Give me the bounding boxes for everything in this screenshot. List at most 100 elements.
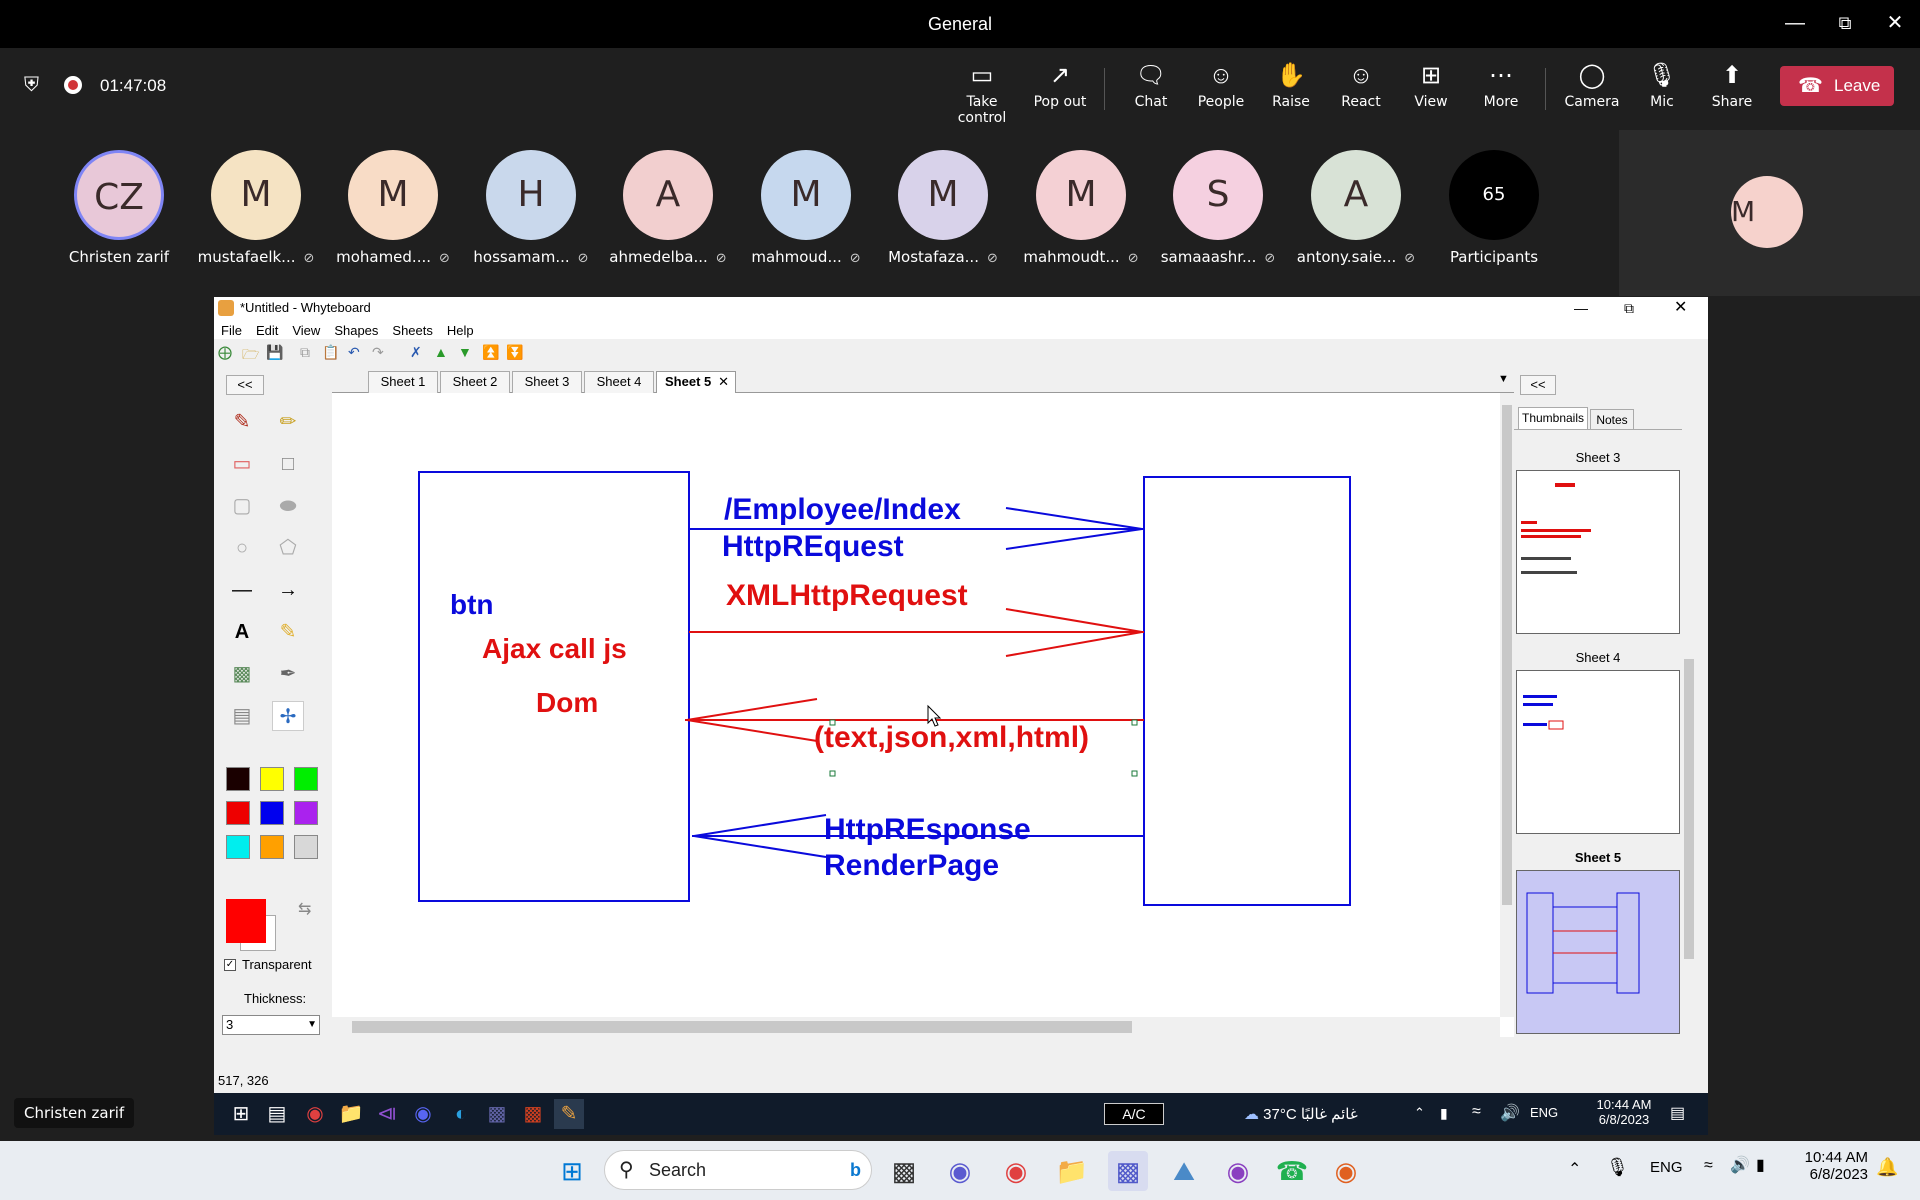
color-swatch-blue[interactable] (260, 801, 284, 825)
photos-icon[interactable]: ⛰ (1173, 1156, 1195, 1186)
wifi-icon[interactable]: ≈ (1704, 1157, 1713, 1174)
transparent-checkbox[interactable]: ✓ (224, 959, 236, 971)
participant-tile[interactable]: M mahmoud...⊘ (738, 150, 874, 266)
react-button[interactable]: ☺React (1323, 60, 1399, 110)
tabs-dropdown-icon[interactable]: ▼ (1498, 373, 1509, 385)
participant-tile[interactable]: A antony.saie...⊘ (1288, 150, 1424, 266)
menu-view[interactable]: View (292, 323, 321, 338)
menu-edit[interactable]: Edit (255, 323, 279, 338)
participant-tile[interactable]: S samaaashr...⊘ (1150, 150, 1286, 266)
color-swatch-purple[interactable] (294, 801, 318, 825)
thickness-select[interactable]: 3 ▼ (222, 1015, 320, 1035)
raise-hand-button[interactable]: ✋Raise (1253, 60, 1329, 110)
text-tool-icon[interactable]: A (234, 621, 250, 643)
eyedropper-tool-icon[interactable]: ✒ (279, 663, 297, 685)
clock[interactable]: 10:44 AM 6/8/2023 (1804, 1149, 1868, 1183)
color-swatch-yellow[interactable] (260, 767, 284, 791)
taskbar-search[interactable]: ⚲ Search b (604, 1150, 872, 1190)
line-tool-icon[interactable]: — (232, 579, 252, 601)
menu-file[interactable]: File (221, 323, 242, 338)
horizontal-scroll-thumb[interactable] (352, 1021, 1132, 1033)
highlighter-tool-icon[interactable]: ✏ (279, 411, 297, 433)
horizontal-scrollbar[interactable] (332, 1017, 1500, 1037)
move-bottom-icon[interactable]: ⏬ (506, 344, 524, 360)
camera-button[interactable]: ◯Camera (1554, 60, 1630, 110)
open-icon[interactable]: 🗁 (242, 346, 260, 362)
color-swatch-gray[interactable] (294, 835, 318, 859)
paste-icon[interactable]: 📋 (322, 344, 340, 360)
firefox-icon[interactable]: ◉ (1334, 1156, 1358, 1186)
save-icon[interactable]: 💾 (266, 344, 284, 360)
take-control-button[interactable]: ▭Take control (944, 60, 1020, 126)
participant-tile[interactable]: M mohamed....⊘ (325, 150, 461, 266)
chevron-up-icon[interactable]: ⌃ (1568, 1161, 1582, 1178)
select-region-tool-icon[interactable]: ▤ (232, 705, 252, 727)
rectangle-tool-icon[interactable]: □ (281, 453, 295, 475)
tab-thumbnails[interactable]: Thumbnails (1518, 407, 1588, 429)
move-down-icon[interactable]: ▼ (458, 344, 472, 360)
ellipse-tool-icon[interactable]: ⬬ (279, 495, 297, 517)
vertical-scroll-thumb[interactable] (1502, 405, 1512, 905)
restore-icon[interactable]: ⧉ (1838, 13, 1852, 33)
tab-sheet-2[interactable]: Sheet 2 (440, 371, 510, 393)
tab-sheet-3[interactable]: Sheet 3 (512, 371, 582, 393)
circle-tool-icon[interactable]: ○ (235, 537, 249, 559)
notification-icon[interactable]: 🔔 (1876, 1157, 1899, 1177)
foreground-color[interactable] (226, 899, 266, 943)
move-top-icon[interactable]: ⏫ (482, 344, 500, 360)
new-icon[interactable]: ⨁ (218, 344, 232, 360)
file-explorer-icon[interactable]: 📁 (1055, 1156, 1089, 1186)
canvas-text-formats[interactable]: (text,json,xml,html) (814, 721, 1090, 754)
drawing-canvas[interactable]: btn Ajax call js Dom /Employee/Index Htt… (332, 393, 1514, 1037)
tab-sheet-4[interactable]: Sheet 4 (584, 371, 654, 393)
collapse-tools-button[interactable]: << (226, 375, 264, 395)
participant-tile[interactable]: M mahmoudt...⊘ (1013, 150, 1149, 266)
view-button[interactable]: ⊞View (1393, 60, 1469, 110)
pen-tool-icon[interactable]: ✎ (233, 411, 251, 433)
menu-help[interactable]: Help (446, 323, 474, 338)
battery-icon[interactable]: ▮ (1756, 1157, 1765, 1174)
chrome-icon[interactable]: ◉ (1004, 1156, 1028, 1186)
color-swatch-green[interactable] (294, 767, 318, 791)
selection-handles[interactable] (829, 719, 1138, 777)
teams-icon[interactable]: ▩ (1108, 1151, 1148, 1191)
redo-icon[interactable]: ↷ (372, 344, 384, 360)
whatsapp-icon[interactable]: ☎ (1275, 1156, 1309, 1186)
participant-tile[interactable]: A ahmedelba...⊘ (600, 150, 736, 266)
polygon-tool-icon[interactable]: ⬠ (279, 537, 297, 559)
participant-tile[interactable]: M mustafaelk...⊘ (188, 150, 324, 266)
tab-sheet-1[interactable]: Sheet 1 (368, 371, 438, 393)
swap-colors-icon[interactable]: ⇆ (298, 901, 312, 918)
participant-tile[interactable]: CZ Christen zarif (51, 150, 187, 266)
restore-icon[interactable]: ⧉ (1624, 300, 1634, 316)
volume-icon[interactable]: 🔊 (1730, 1157, 1750, 1174)
eraser-tool-icon[interactable]: ▭ (232, 453, 252, 475)
chat-button[interactable]: 🗨Chat (1113, 60, 1189, 110)
arrow-tool-icon[interactable]: → (278, 579, 298, 601)
copy-icon[interactable]: ⧉ (300, 344, 310, 360)
color-swatch-red[interactable] (226, 801, 250, 825)
delete-icon[interactable]: ✗ (410, 344, 422, 360)
share-button[interactable]: ⬆Share (1694, 60, 1770, 110)
github-icon[interactable]: ◉ (1226, 1156, 1250, 1186)
close-tab-icon[interactable]: ✕ (718, 374, 729, 389)
menu-sheets[interactable]: Sheets (392, 323, 433, 338)
participants-overflow[interactable]: 65 Participants (1426, 150, 1562, 266)
move-up-icon[interactable]: ▲ (434, 344, 448, 360)
vertical-scrollbar[interactable] (1500, 393, 1514, 1017)
tab-notes[interactable]: Notes (1590, 409, 1634, 429)
task-view-icon[interactable]: ▩ (891, 1156, 917, 1186)
participant-tile[interactable]: H hossamam...⊘ (463, 150, 599, 266)
language-indicator[interactable]: ENG (1650, 1159, 1683, 1176)
tab-sheet-5[interactable]: Sheet 5 ✕ (656, 371, 736, 393)
color-swatch-black[interactable] (226, 767, 250, 791)
undo-icon[interactable]: ↶ (348, 344, 360, 360)
pop-out-button[interactable]: ↗Pop out (1022, 60, 1098, 110)
mic-muted-icon[interactable]: 🎙 (1606, 1157, 1629, 1177)
leave-button[interactable]: ☎Leave (1780, 66, 1894, 106)
people-button[interactable]: ☺People (1183, 60, 1259, 110)
note-tool-icon[interactable]: ✎ (279, 621, 297, 643)
thumbnails-scrollbar[interactable] (1682, 429, 1696, 1057)
color-swatch-cyan[interactable] (226, 835, 250, 859)
menu-shapes[interactable]: Shapes (334, 323, 379, 338)
